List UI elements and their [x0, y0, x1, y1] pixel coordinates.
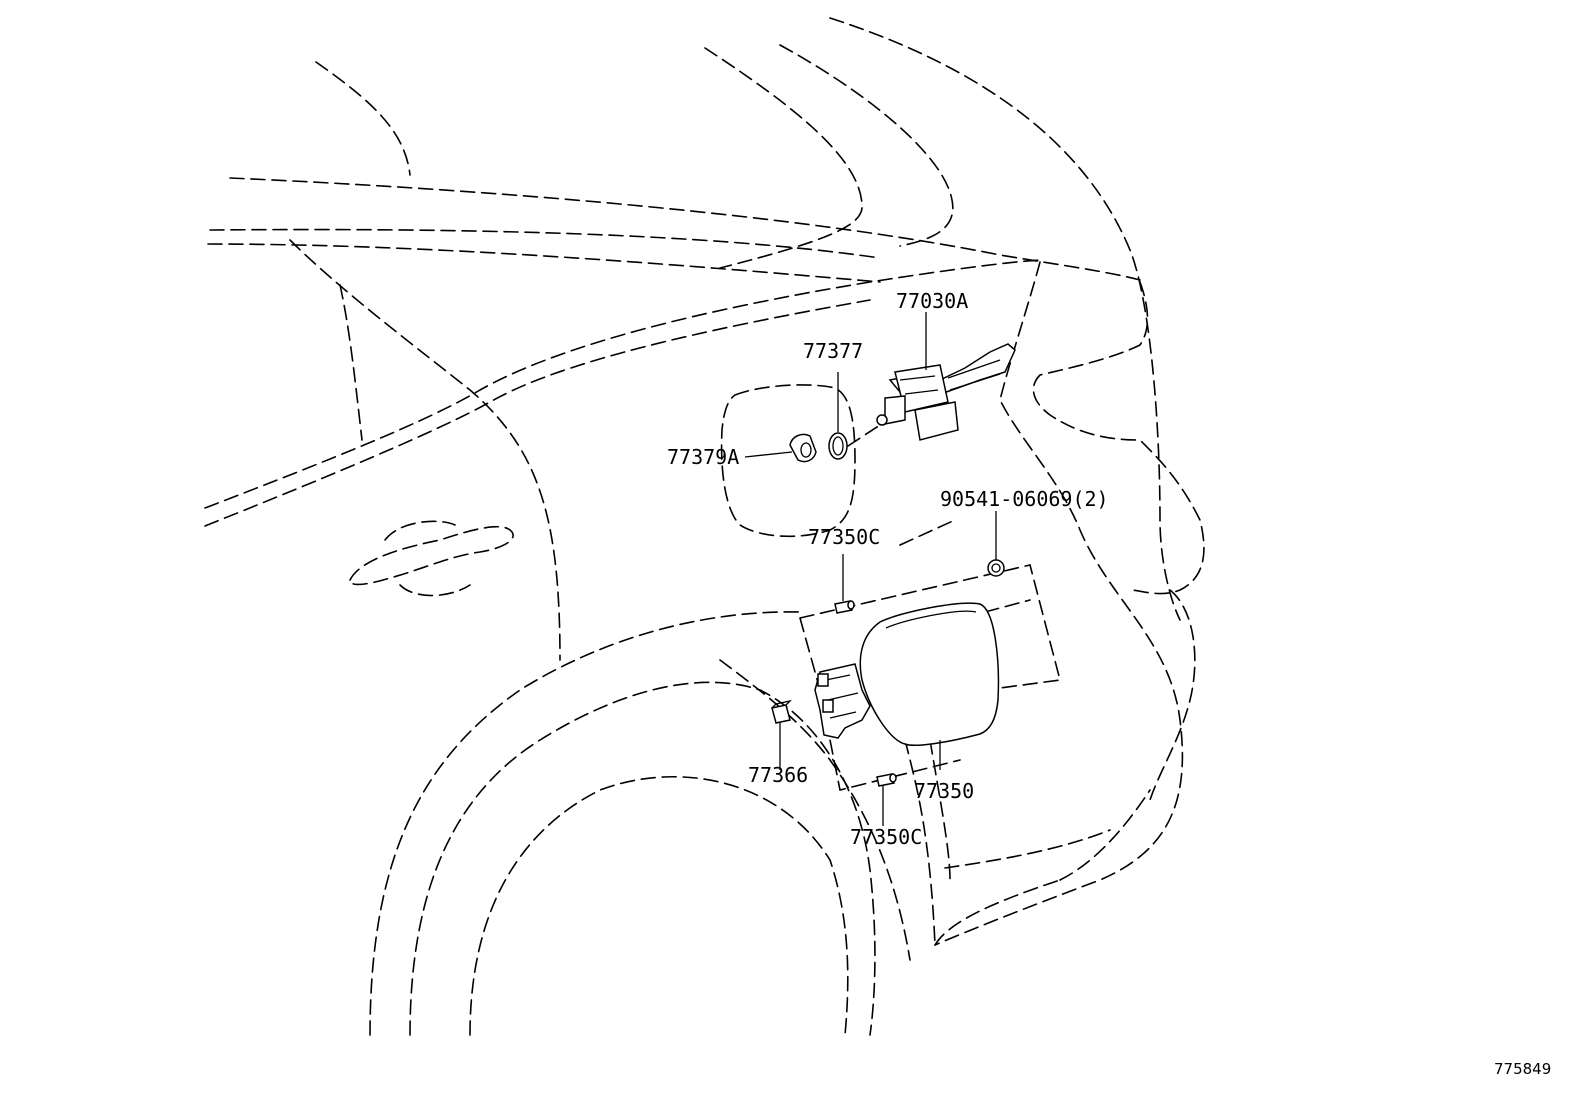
vehicle-body-outline: [204, 17, 1205, 1036]
part-90541-nut: [987, 559, 1005, 577]
label-77350C-bottom: 77350C: [850, 825, 922, 849]
label-77379A: 77379A: [667, 445, 739, 469]
part-labels: 77030A 77377 77379A 77350C 90541-06069(2…: [667, 289, 1109, 849]
grommet-connector: [847, 424, 881, 447]
part-77350-fuel-lid: [814, 602, 1000, 747]
part-77379A-housing: [789, 433, 817, 463]
label-77030A: 77030A: [896, 289, 968, 313]
part-77350C-bottom-pin: [876, 773, 897, 787]
part-77377-grommet: [828, 432, 848, 460]
label-77377: 77377: [803, 339, 863, 363]
fuel-lid-bracket: [799, 564, 1062, 791]
part-77350C-top-pin: [834, 600, 855, 614]
label-90541-06069: 90541-06069(2): [940, 487, 1109, 511]
figure-number: 775849: [1494, 1060, 1551, 1078]
part-77030A-actuator: [876, 343, 1016, 441]
label-77350C-top: 77350C: [808, 525, 880, 549]
label-77366: 77366: [748, 763, 808, 787]
leader-lines: [744, 312, 997, 826]
fuel-opening-outline: [720, 384, 856, 538]
part-77366-block: [771, 699, 793, 724]
label-77350: 77350: [914, 779, 974, 803]
